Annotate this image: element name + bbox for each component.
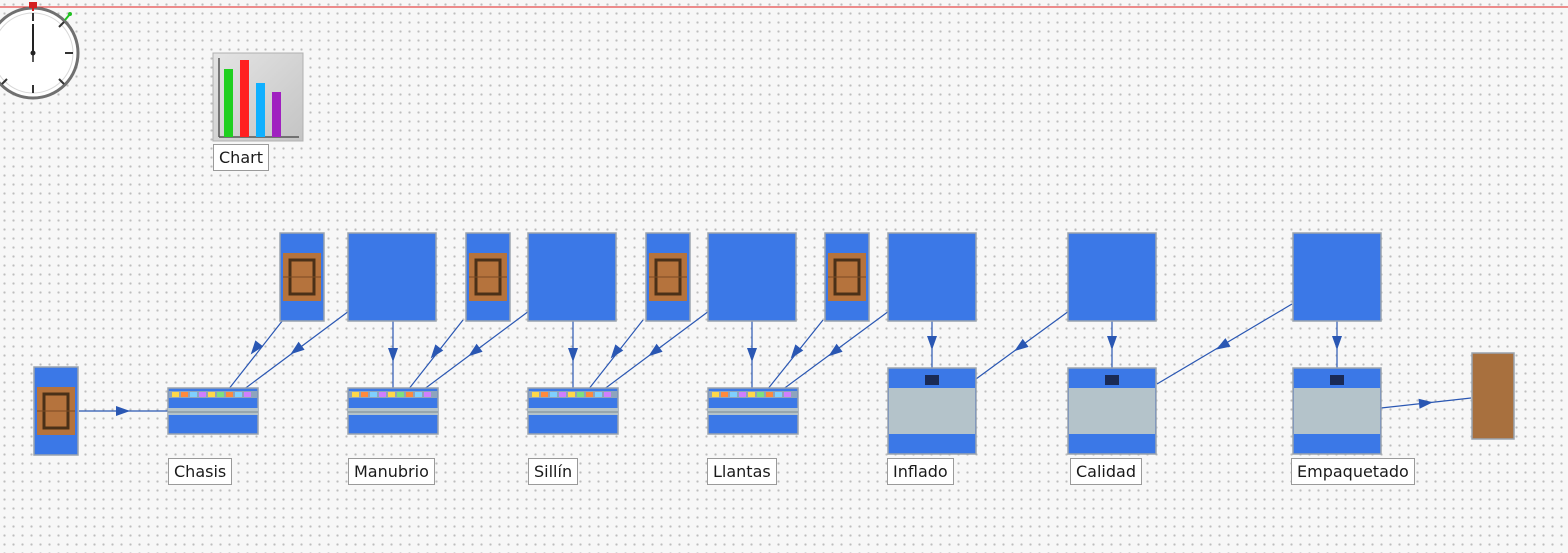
pallet-queue-1[interactable] <box>278 231 326 323</box>
combiner-chasis[interactable] <box>167 387 259 435</box>
sink-block[interactable] <box>1471 352 1515 440</box>
connector-arrowheads <box>116 336 1433 416</box>
source-pallet[interactable] <box>32 365 80 457</box>
station-label-calidad: Calidad <box>1070 458 1142 485</box>
combiner-llantas[interactable] <box>707 387 799 435</box>
chart-label: Chart <box>213 144 269 171</box>
processor-empaquetado[interactable] <box>1292 367 1382 455</box>
station-label-inflado: Inflado <box>887 458 954 485</box>
queue-block-manubrio[interactable] <box>347 232 437 322</box>
queue-block-inflado[interactable] <box>887 232 977 322</box>
queue-block-llantas[interactable] <box>707 232 797 322</box>
processor-calidad[interactable] <box>1067 367 1157 455</box>
bar-chart-icon[interactable] <box>212 52 304 142</box>
combiner-manubrio[interactable] <box>347 387 439 435</box>
station-label-empaquetado: Empaquetado <box>1291 458 1415 485</box>
station-label-llantas: Llantas <box>707 458 777 485</box>
pallet-queue-2[interactable] <box>464 231 512 323</box>
station-label-sillin: Sillín <box>528 458 579 485</box>
station-label-chasis: Chasis <box>168 458 233 485</box>
queue-block-sillin[interactable] <box>527 232 617 322</box>
queue-block-empaquetado[interactable] <box>1292 232 1382 322</box>
station-label-manubrio: Manubrio <box>348 458 435 485</box>
pallet-queue-3[interactable] <box>644 231 692 323</box>
combiner-sillin[interactable] <box>527 387 619 435</box>
pallet-queue-4[interactable] <box>823 231 871 323</box>
stopwatch-icon[interactable] <box>0 2 80 100</box>
queue-block-calidad[interactable] <box>1067 232 1157 322</box>
processor-inflado[interactable] <box>887 367 977 455</box>
